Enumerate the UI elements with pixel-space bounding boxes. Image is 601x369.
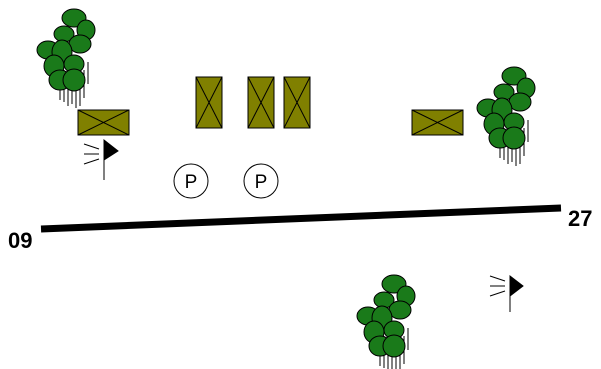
runway-strip (40, 204, 562, 233)
hangar-icon (195, 76, 223, 129)
runway-end-right-label: 27 (568, 206, 592, 231)
parking-icon: P (173, 163, 209, 199)
parking-label: P (185, 172, 198, 193)
parking-icon: P (243, 163, 279, 199)
flag-icon (83, 138, 119, 180)
tree-cluster-icon (476, 66, 536, 167)
tree-cluster-icon (36, 8, 96, 109)
hangar-icon (283, 76, 311, 129)
flag-icon (489, 274, 524, 312)
parking-label: P (255, 172, 268, 193)
runway-end-left-label: 09 (8, 228, 32, 253)
hangar-icon (77, 109, 130, 136)
hangar-icon (247, 76, 275, 129)
tree-cluster-icon (356, 274, 416, 369)
hangar-icon (411, 109, 464, 136)
